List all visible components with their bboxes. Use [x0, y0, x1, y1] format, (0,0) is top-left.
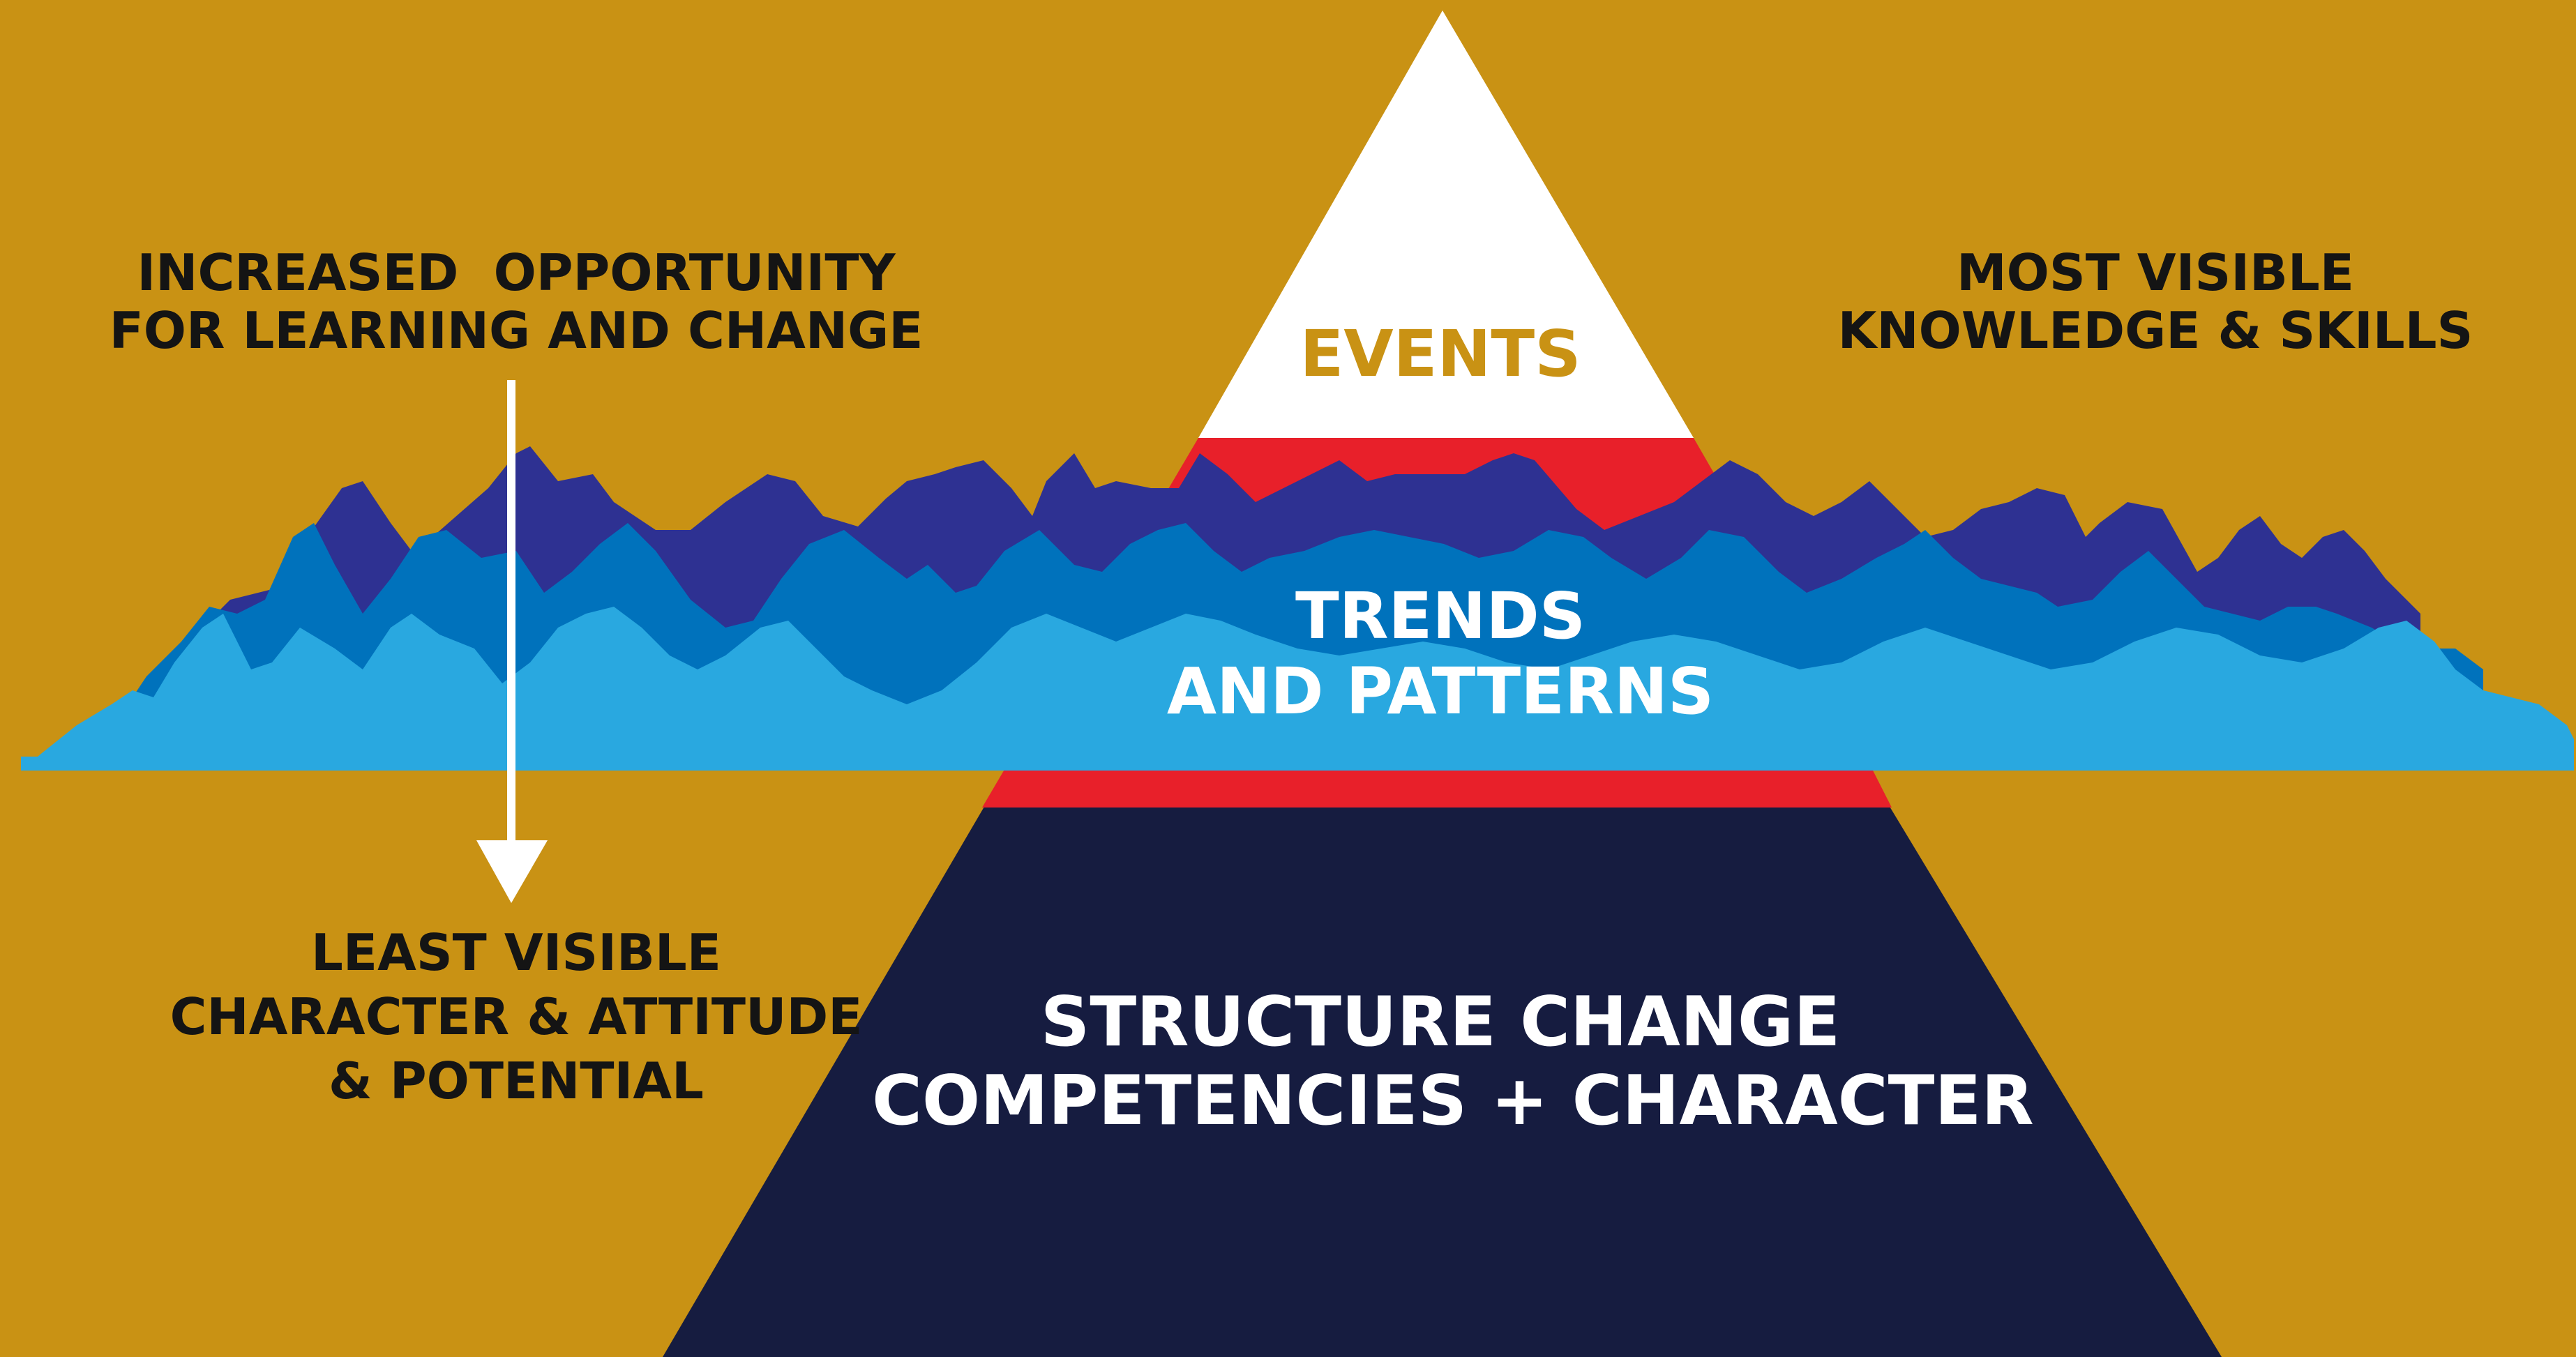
pyramid-band-lower — [982, 764, 1892, 808]
least-visible-line-2: CHARACTER & ATTITUDE — [170, 987, 863, 1047]
trends-line-1: TRENDS — [1295, 579, 1586, 653]
structure-line-2: COMPETENCIES + CHARACTER — [872, 1061, 2034, 1141]
opportunity-label: INCREASED OPPORTUNITY FOR LEARNING AND C… — [98, 244, 935, 360]
waterline — [21, 757, 2574, 771]
most-visible-line-2: KNOWLEDGE & SKILLS — [1837, 301, 2473, 360]
pyramid-base — [663, 802, 2222, 1357]
trends-label: TRENDS AND PATTERNS — [1144, 579, 1737, 729]
least-visible-label: LEAST VISIBLE CHARACTER & ATTITUDE & POT… — [140, 920, 893, 1113]
structure-label: STRUCTURE CHANGE COMPETENCIES + CHARACTE… — [872, 983, 2034, 1141]
structure-line-1: STRUCTURE CHANGE — [1040, 983, 1841, 1062]
events-label: EVENTS — [1290, 317, 1590, 391]
trends-line-2: AND PATTERNS — [1166, 653, 1715, 729]
most-visible-line-1: MOST VISIBLE — [1957, 243, 2354, 302]
most-visible-label: MOST VISIBLE KNOWLEDGE & SKILLS — [1786, 244, 2525, 360]
wave-front — [21, 607, 2574, 771]
pyramid-peak — [1198, 10, 1694, 438]
events-text: EVENTS — [1300, 317, 1581, 391]
opportunity-line-1: INCREASED OPPORTUNITY — [137, 243, 896, 302]
least-visible-line-1: LEAST VISIBLE — [311, 923, 721, 982]
least-visible-line-3: & POTENTIAL — [329, 1052, 704, 1111]
down-arrow-icon — [476, 380, 548, 903]
opportunity-line-2: FOR LEARNING AND CHANGE — [109, 301, 924, 360]
